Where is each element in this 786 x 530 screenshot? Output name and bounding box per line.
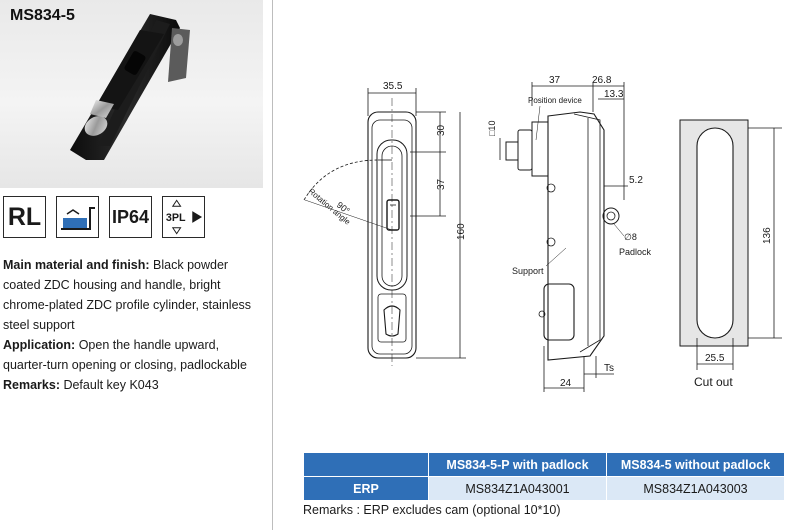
dim-37: 37	[436, 178, 447, 190]
dim-square-10: □10	[487, 121, 497, 136]
dim-37-side: 37	[549, 75, 561, 86]
dim-13-3: 13.3	[604, 89, 624, 100]
label-cut-out: Cut out	[694, 375, 733, 389]
erp-remarks: Remarks : ERP excludes cam (optional 10*…	[303, 503, 561, 517]
material-paragraph: Main material and finish: Black powder c…	[3, 258, 252, 332]
application-paragraph: Application: Open the handle upward, qua…	[3, 338, 247, 372]
table-header-without-padlock: MS834-5 without padlock	[606, 452, 785, 477]
table-cell-with-padlock: MS834Z1A043001	[428, 476, 607, 501]
rl-icon: RL	[3, 196, 46, 238]
table-cell-without-padlock: MS834Z1A043003	[606, 476, 785, 501]
model-title: MS834-5	[10, 7, 75, 24]
erp-table: MS834-5-P with padlock MS834-5 without p…	[303, 452, 785, 501]
mounting-icon	[56, 196, 99, 238]
column-divider	[272, 0, 273, 530]
dim-ts: Ts	[604, 363, 614, 374]
dim-25-5: 25.5	[705, 353, 725, 364]
table-header-with-padlock: MS834-5-P with padlock	[428, 452, 607, 477]
dim-160: 160	[456, 223, 467, 240]
front-view: 35.5 30 37 160 90° Rotation angle	[303, 81, 467, 366]
technical-drawing: 35.5 30 37 160 90° Rotation angle	[303, 75, 782, 392]
dim-30: 30	[436, 124, 447, 136]
dim-24: 24	[560, 378, 572, 389]
table-row-label: ERP	[303, 476, 429, 501]
side-view: 37 26.8 13.3 Position device □10 5.2 ∅8 …	[487, 75, 652, 392]
dim-35-5: 35.5	[383, 81, 403, 92]
table-header-row: MS834-5-P with padlock MS834-5 without p…	[303, 452, 785, 477]
feature-icons: RL IP64 3PL	[3, 196, 263, 240]
dim-dia-8: ∅8	[624, 232, 637, 242]
lock-photo-graphic	[70, 14, 190, 160]
ip64-icon: IP64	[109, 196, 152, 238]
table-row: ERP MS834Z1A043001 MS834Z1A043003	[303, 476, 785, 501]
product-description: Main material and finish: Black powder c…	[3, 255, 265, 395]
cut-out-view: 136 25.5 Cut out	[679, 119, 782, 389]
dim-5-2: 5.2	[629, 175, 643, 186]
3pl-icon: 3PL	[162, 196, 205, 238]
3pl-icon-text: 3PL	[166, 212, 186, 224]
dim-26-8: 26.8	[592, 75, 612, 86]
dim-136: 136	[762, 227, 773, 244]
product-photo: MS834-5	[0, 0, 263, 188]
label-support: Support	[512, 266, 544, 276]
remarks-paragraph: Remarks: Default key K043	[3, 378, 159, 392]
table-header-empty	[303, 452, 429, 477]
label-padlock: Padlock	[619, 247, 652, 257]
label-position-device: Position device	[528, 96, 582, 105]
